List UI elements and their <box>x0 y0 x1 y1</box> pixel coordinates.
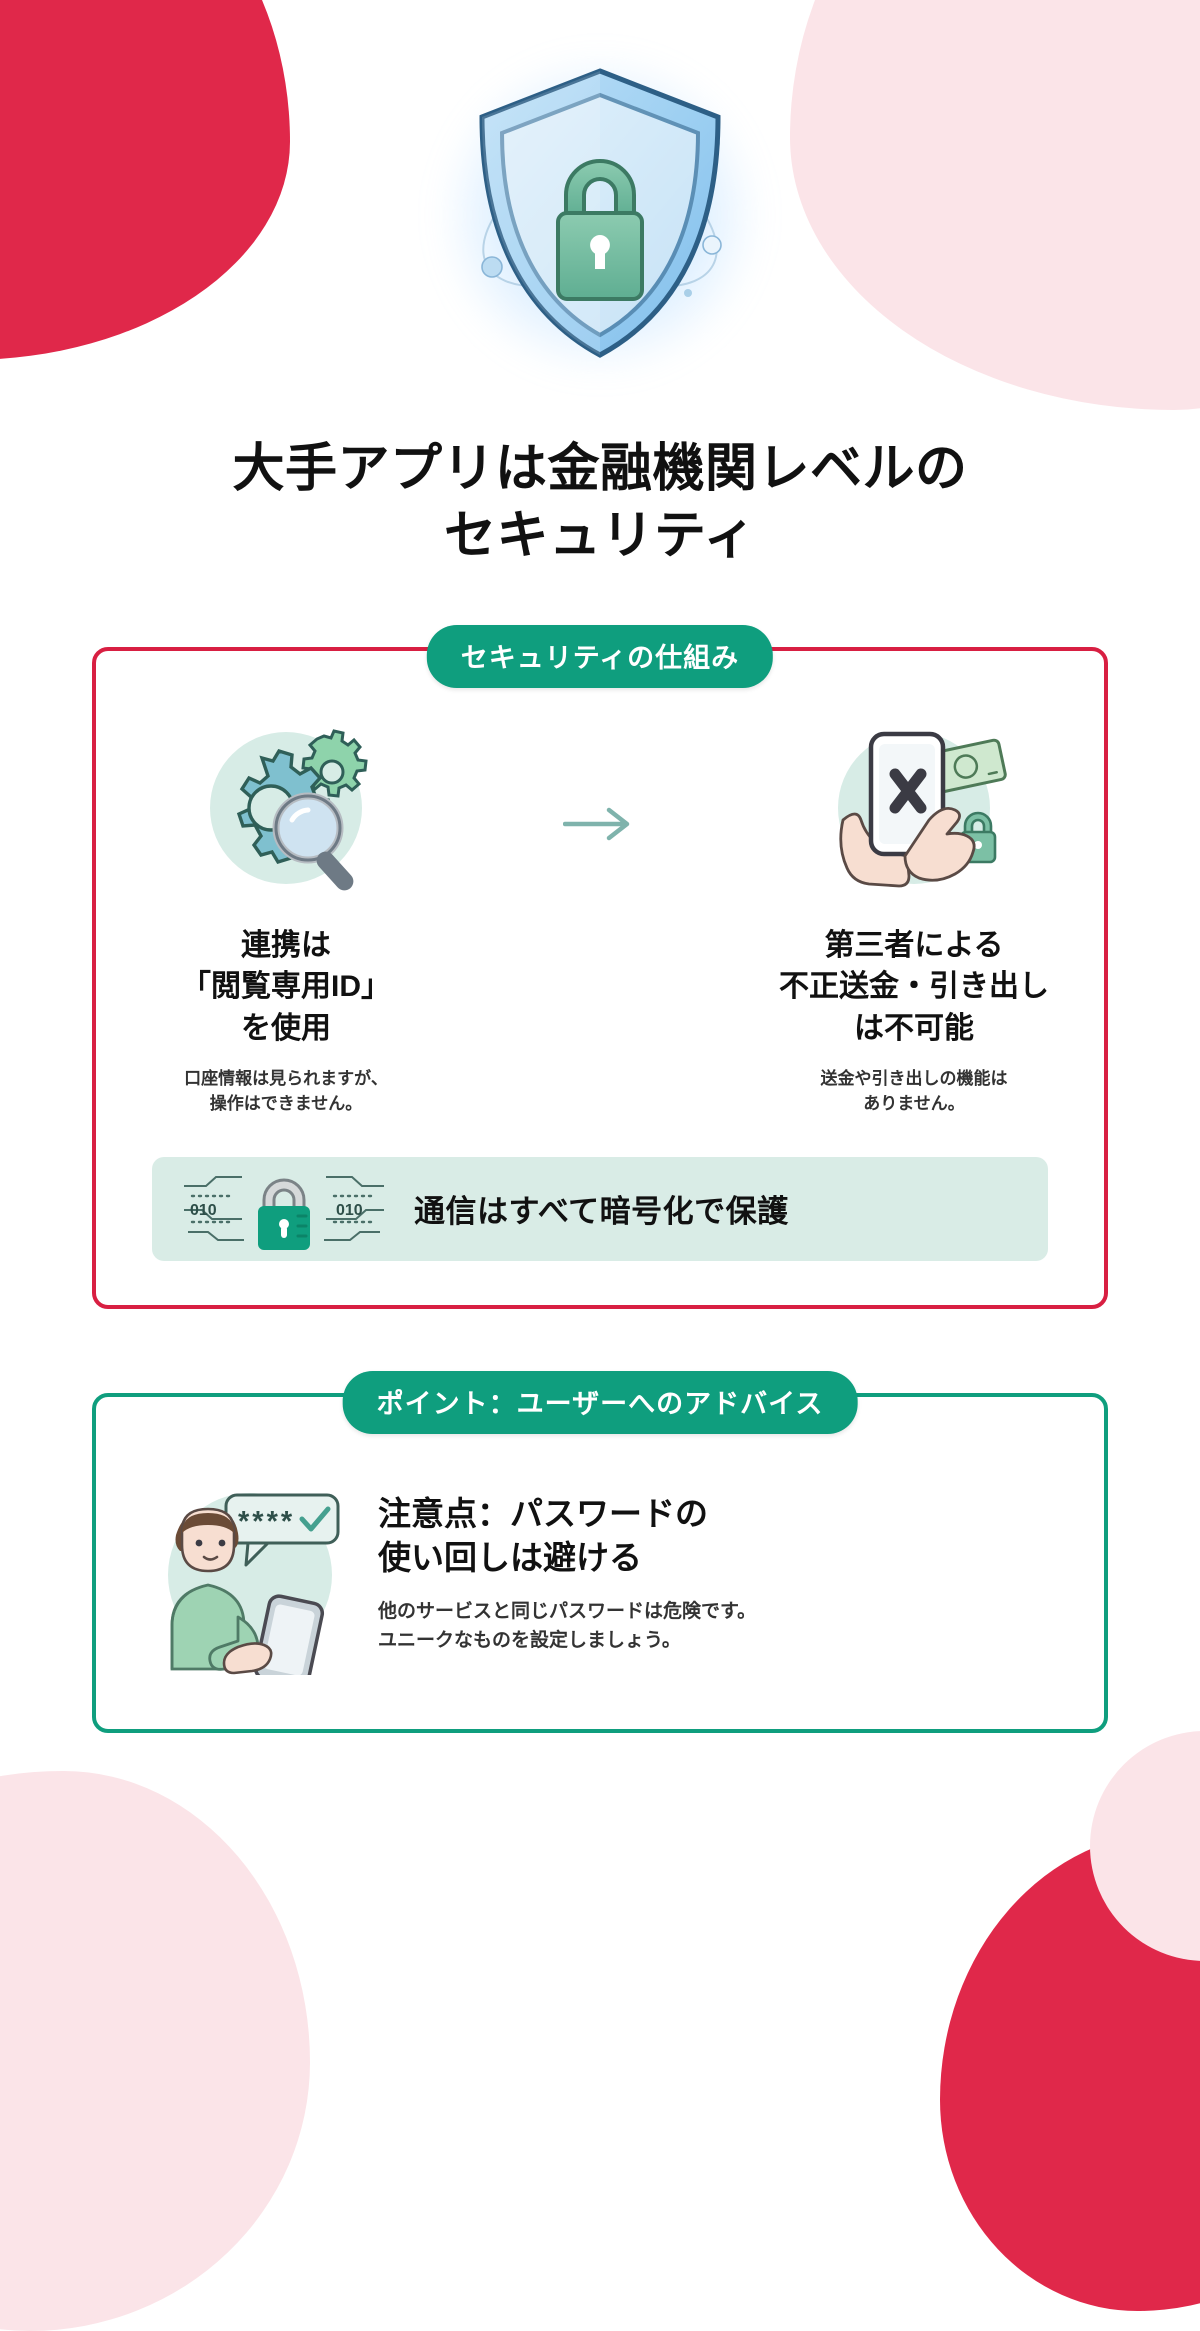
no-transfer-heading-line-3: は不可能 <box>854 1011 974 1045</box>
no-transfer-heading: 第三者による 不正送金・引き出し は不可能 <box>779 925 1049 1049</box>
gears-magnifier-icon <box>176 711 396 911</box>
mechanism-columns: 連携は 「閲覧専用ID」 を使用 口座情報は見られますが、 操作はできません。 <box>136 711 1064 1116</box>
infographic-page: 大手アプリは金融機関レベルの セキュリティ セキュリティの仕組み <box>0 0 1200 2151</box>
advice-body-row: **** <box>138 1459 1062 1681</box>
readonly-id-heading-line-2: 「閲覧専用ID」 <box>181 970 391 1004</box>
no-transfer-note: 送金や引き出しの機能は ありません。 <box>821 1067 1008 1116</box>
mechanism-column-no-transfer: 第三者による 不正送金・引き出し は不可能 送金や引き出しの機能は ありません。 <box>764 711 1064 1116</box>
hero-section <box>92 0 1108 430</box>
advice-badge: ポイント：ユーザーへのアドバイス <box>342 1370 858 1434</box>
readonly-id-heading-line-1: 連携は <box>241 929 331 963</box>
no-transfer-note-line-1: 送金や引き出しの機能は <box>820 1069 1008 1089</box>
advice-note-line-2: ユニークなものを設定しましょう。 <box>378 1629 681 1651</box>
advice-heading-line-2: 使い回しは避ける <box>378 1539 642 1577</box>
user-advice-card: ポイント：ユーザーへのアドバイス **** <box>92 1370 1108 1733</box>
readonly-id-heading-line-3: を使用 <box>241 1011 331 1045</box>
advice-note: 他のサービスと同じパスワードは危険です。 ユニークなものを設定しましょう。 <box>378 1598 1058 1655</box>
no-transfer-note-line-2: ありません。 <box>863 1093 965 1113</box>
password-mask: **** <box>238 1506 295 1538</box>
readonly-id-heading: 連携は 「閲覧専用ID」 を使用 <box>181 925 391 1049</box>
mechanism-badge: セキュリティの仕組み <box>426 625 774 689</box>
shield-lock-icon <box>479 68 722 358</box>
encryption-strip-text: 通信はすべて暗号化で保護 <box>414 1194 789 1230</box>
advice-heading-line-1: 注意点：パスワードの <box>378 1494 708 1532</box>
mechanism-column-readonly-id: 連携は 「閲覧専用ID」 を使用 口座情報は見られますが、 操作はできません。 <box>136 711 436 1116</box>
encryption-strip: 010 010 通信はすべて暗号 <box>152 1156 1048 1261</box>
page-title: 大手アプリは金融機関レベルの セキュリティ <box>92 436 1108 569</box>
person-phone-password-icon: **** <box>142 1467 352 1677</box>
page-title-line-2: セキュリティ <box>444 506 756 565</box>
advice-heading: 注意点：パスワードの 使い回しは避ける <box>378 1492 1058 1580</box>
check-icon <box>299 1506 331 1532</box>
readonly-id-note-line-1: 口座情報は見られますが、 <box>184 1069 388 1089</box>
readonly-id-note-line-2: 操作はできません。 <box>209 1093 363 1113</box>
advice-note-line-1: 他のサービスと同じパスワードは危険です。 <box>378 1601 757 1623</box>
no-transfer-heading-line-1: 第三者による <box>824 929 1004 963</box>
arrow-right-icon <box>554 711 646 841</box>
binary-label-left: 010 <box>190 1202 217 1219</box>
no-transfer-heading-line-2: 不正送金・引き出し <box>779 970 1049 1004</box>
readonly-id-note: 口座情報は見られますが、 操作はできません。 <box>184 1067 388 1116</box>
phone-blocked-transfer-icon <box>804 711 1024 911</box>
security-mechanism-card: セキュリティの仕組み <box>92 625 1108 1309</box>
binary-label-right: 010 <box>336 1202 363 1219</box>
page-title-line-1: 大手アプリは金融機関レベルの <box>232 440 968 498</box>
hero-glow <box>385 25 815 405</box>
advice-text-block: 注意点：パスワードの 使い回しは避ける 他のサービスと同じパスワードは危険です。… <box>378 1488 1058 1655</box>
encrypted-lock-icon: 010 010 <box>184 1175 384 1250</box>
